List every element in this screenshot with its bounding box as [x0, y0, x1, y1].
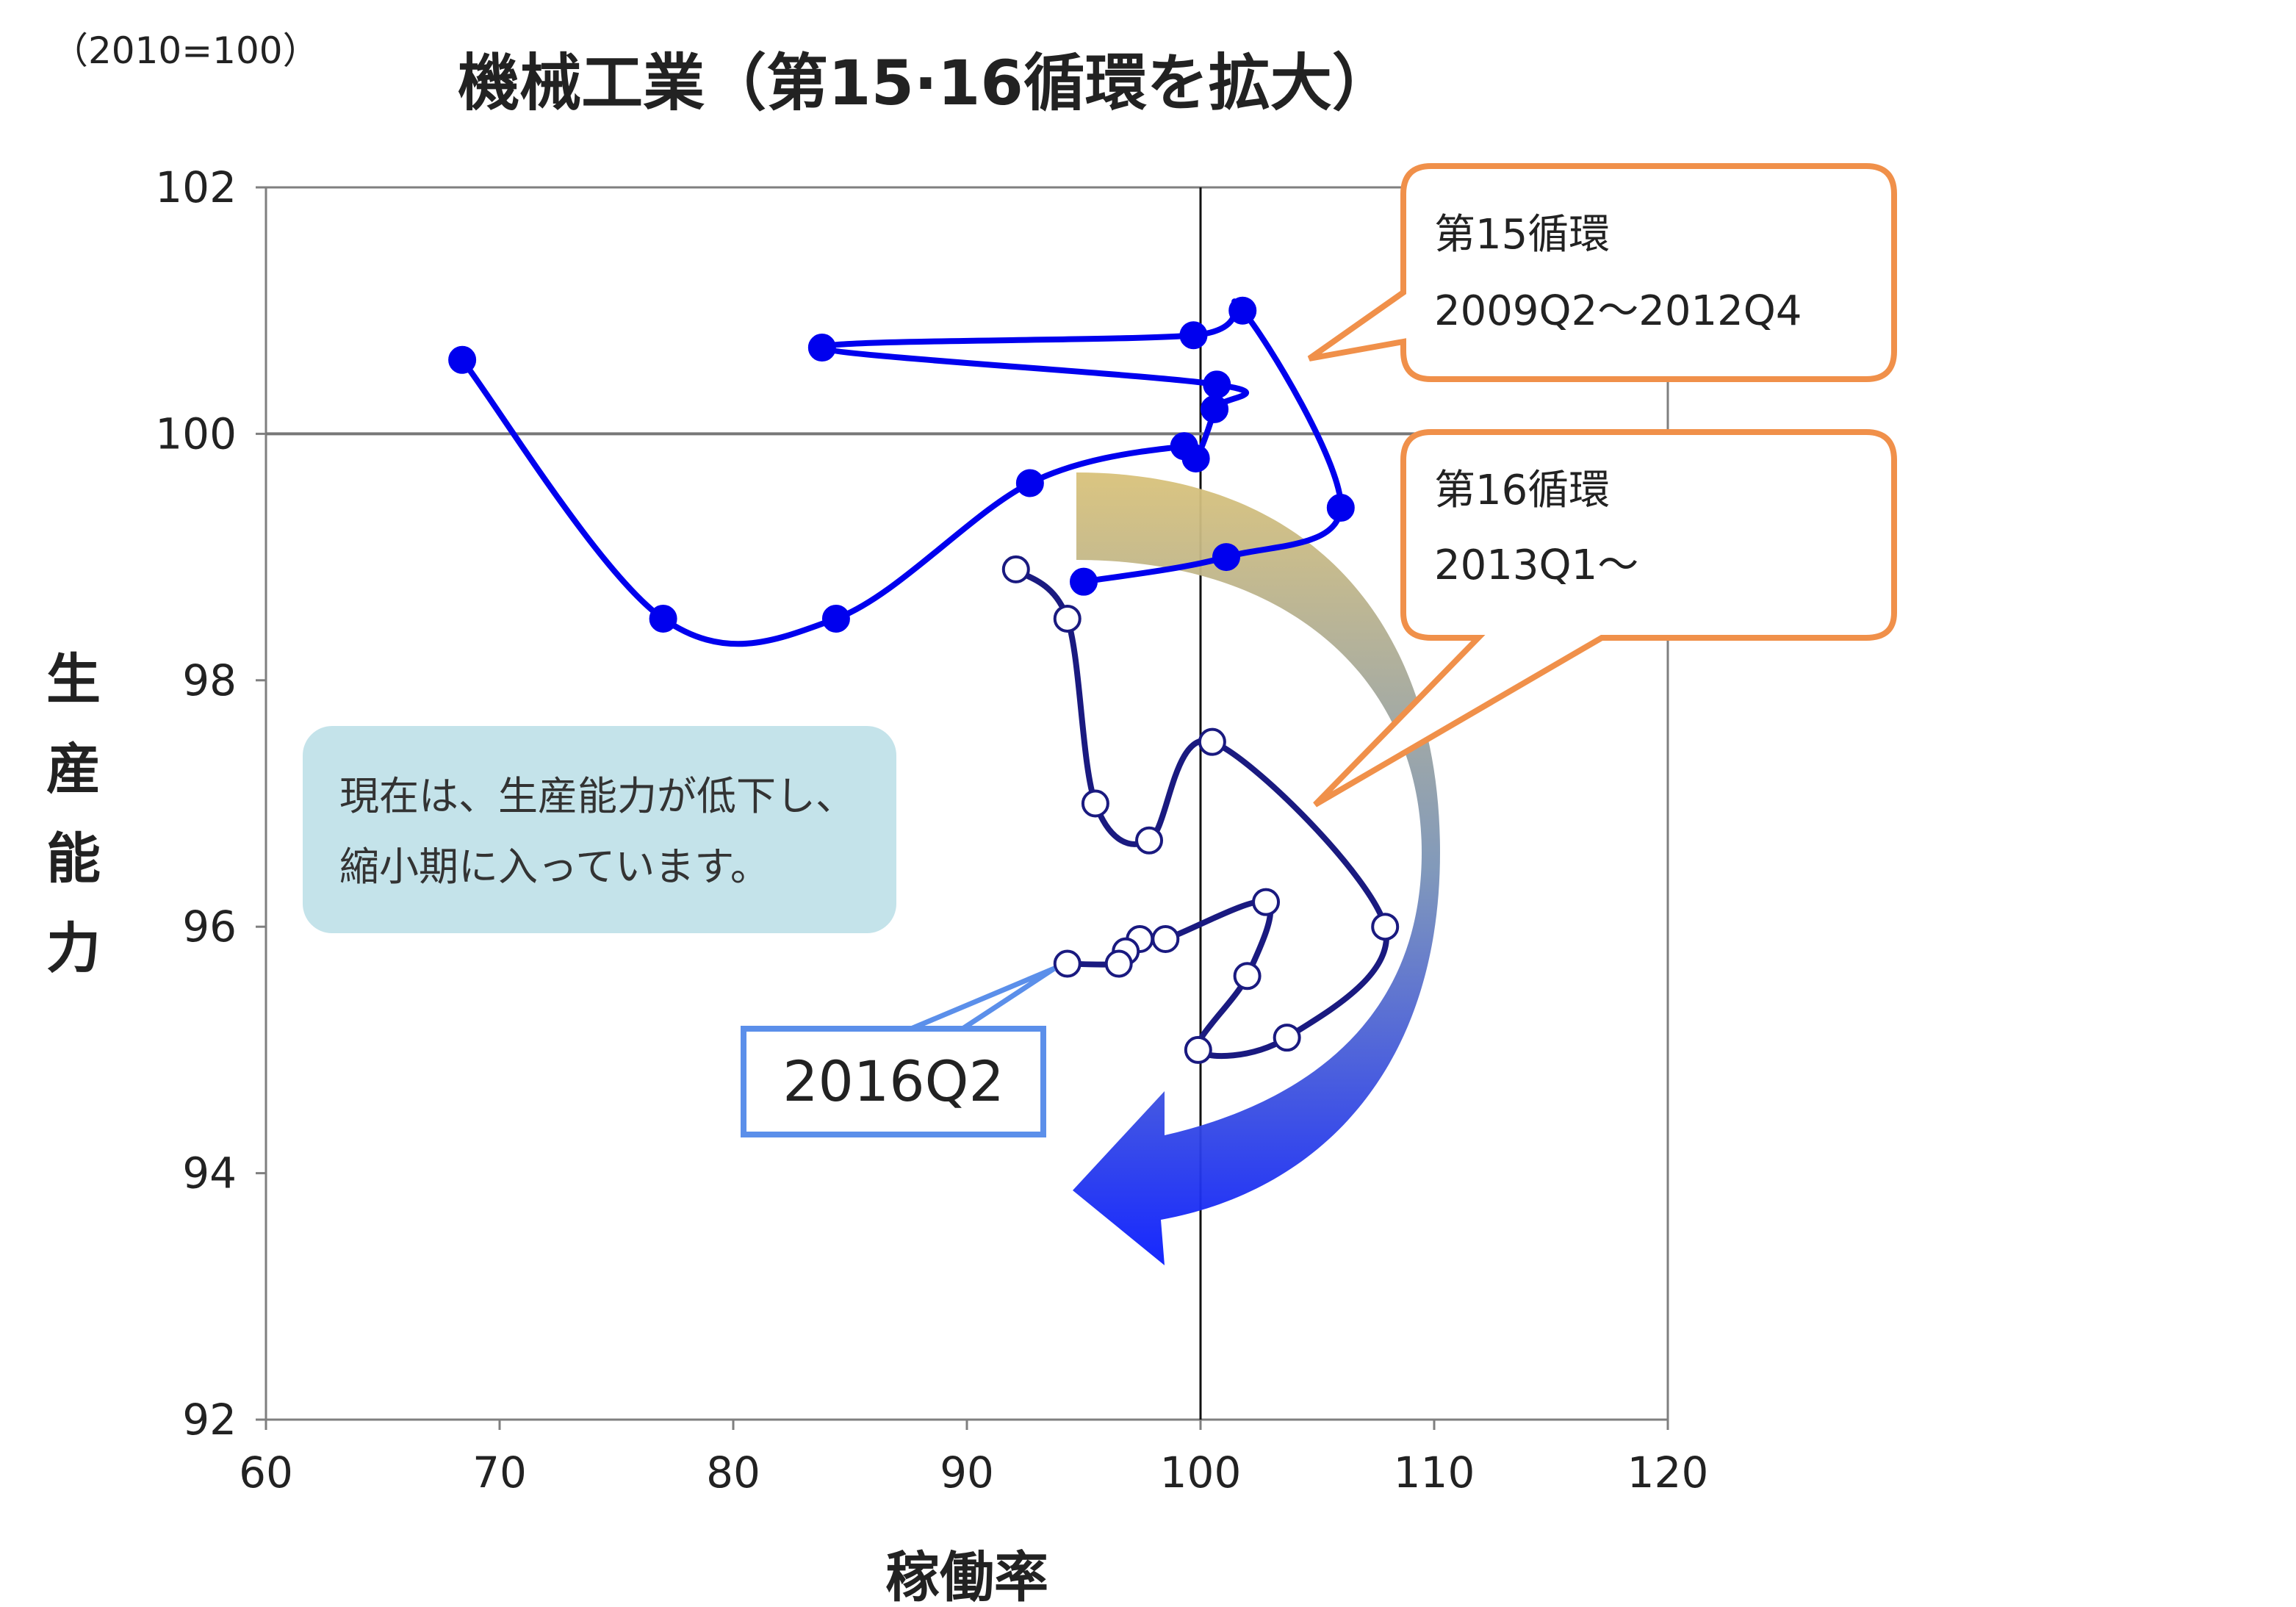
data-point-cycle16 — [1151, 924, 1180, 953]
data-point-cycle15 — [821, 604, 850, 633]
trend-arrow — [1073, 472, 1440, 1265]
callout-cycle16 — [1313, 429, 1897, 808]
data-point-cycle16 — [1053, 604, 1082, 633]
x-tick-label: 100 — [1160, 1448, 1242, 1498]
data-point-cycle16 — [1273, 1024, 1301, 1052]
y-tick-label: 94 — [182, 1148, 237, 1198]
note-line-2: 縮小期に入っています。 — [339, 844, 770, 890]
callout-latest-label: 2016Q2 — [782, 1049, 1004, 1114]
y-tick-label: 102 — [155, 162, 237, 212]
data-point-cycle16 — [1001, 555, 1030, 583]
x-tick-label: 90 — [940, 1448, 994, 1498]
data-point-cycle15 — [1326, 494, 1355, 522]
data-point-cycle15 — [1201, 395, 1229, 423]
x-tick-label: 80 — [706, 1448, 760, 1498]
data-point-cycle16 — [1198, 727, 1226, 756]
note-box — [303, 726, 896, 933]
unit-note: （2010=100） — [51, 29, 320, 72]
data-point-cycle15 — [1070, 567, 1098, 596]
note-line-1: 現在は、生産能力が低下し、 — [339, 773, 855, 819]
y-tick-label: 100 — [155, 409, 237, 459]
callout-cycle15-name: 第15循環 — [1434, 211, 1610, 259]
x-tick-label: 110 — [1394, 1448, 1475, 1498]
y-axis-title: 生産能力 — [46, 648, 101, 980]
data-point-cycle16 — [1184, 1035, 1212, 1064]
data-point-cycle15 — [1203, 370, 1231, 399]
x-tick-label: 70 — [472, 1448, 527, 1498]
data-point-cycle16 — [1081, 789, 1109, 818]
y-tick-label: 96 — [182, 902, 237, 952]
axis-ticks: 60 70 80 90 100 110 120 92 94 96 98 100 102 — [155, 162, 1708, 1498]
data-point-cycle16 — [1371, 913, 1400, 941]
x-tick-label: 120 — [1627, 1448, 1709, 1498]
data-point-cycle15 — [1228, 296, 1257, 325]
data-point-cycle15 — [1181, 444, 1210, 472]
data-point-cycle15 — [448, 345, 477, 374]
y-tick-label: 98 — [182, 655, 237, 705]
x-axis-title: 稼働率 — [885, 1546, 1048, 1607]
callout-cycle16-period: 2013Q1～ — [1434, 542, 1638, 589]
data-point-cycle16 — [1252, 888, 1281, 916]
data-point-cycle15 — [807, 334, 836, 362]
x-tick-label: 60 — [239, 1448, 293, 1498]
y-tick-label: 92 — [182, 1395, 237, 1445]
chart-title: 機械工業（第15·16循環を拡大） — [458, 47, 1394, 119]
data-point-cycle15 — [1212, 543, 1240, 572]
callout-cycle15-period: 2009Q2～2012Q4 — [1434, 287, 1802, 335]
callout-latest — [741, 1026, 1046, 1137]
callout-cycle16-name: 第16循環 — [1434, 467, 1610, 514]
callout-cycle15 — [1307, 163, 1897, 382]
data-point-cycle15 — [1015, 469, 1044, 497]
data-point-cycle16 — [1135, 826, 1164, 855]
data-point-cycle16 — [1233, 962, 1262, 991]
data-point-cycle16 — [1104, 949, 1133, 978]
data-point-cycle15 — [1179, 321, 1208, 350]
data-point-cycle16 — [1053, 949, 1082, 978]
data-point-cycle15 — [649, 604, 677, 633]
